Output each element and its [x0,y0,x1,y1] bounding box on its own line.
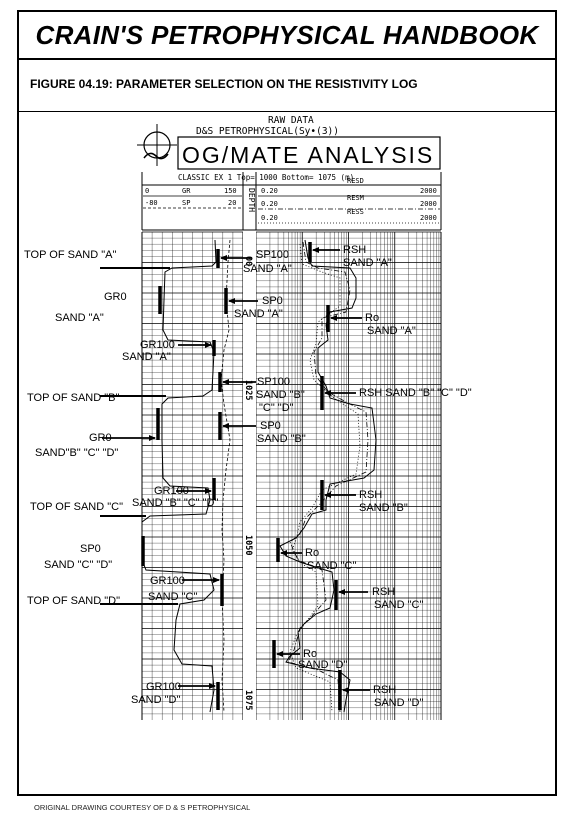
ress-curve [289,243,361,713]
label-gr100-a: GR100 [140,339,175,351]
svg-text:0.20: 0.20 [261,200,278,208]
depth-track: 00 1025 1050 1075 [243,232,256,720]
svg-text:SP: SP [182,199,190,207]
label-sp0-a-sand: SAND "A" [234,308,283,320]
callout-arrows [102,247,370,693]
label-gr0-bcd-sand: SAND"B" "C" "D" [35,447,118,459]
depth-tick-1050: 1050 [243,535,253,555]
svg-text:2000: 2000 [420,187,437,195]
label-gr0-a: GR0 [104,291,127,303]
run-line: CLASSIC EX 1 Top= 1000 Bottom= 1075 (m) [178,173,354,182]
svg-text:2000: 2000 [420,214,437,222]
label-sp100-a-sand: SAND "A" [243,263,292,275]
label-sp0-cd: SP0 [80,543,101,555]
svg-text:-80: -80 [145,199,158,207]
label-rsh-d: RSH [373,684,396,696]
parameter-bars [141,242,342,710]
title-bar: CRAIN'S PETROPHYSICAL HANDBOOK [19,12,555,60]
label-rsh-d-sand: SAND "D" [374,697,423,709]
crosshair-logo [137,124,177,166]
label-rsh-a: RSH [343,244,366,256]
label-sp0-cd-sand: SAND "C" "D" [44,559,112,571]
label-sp100-a: SP100 [256,249,289,261]
sp-scale: -80 SP 20 [143,199,242,209]
depth-tick-1000: 00 [243,256,253,266]
gr-curve [141,239,217,713]
label-rsh-b: RSH [359,489,382,501]
depth-tick-1075: 1075 [243,690,253,710]
handbook-title: CRAIN'S PETROPHYSICAL HANDBOOK [35,19,539,50]
middle-annotations: SP100 SAND "A" SP0 SAND "A" SP100 SAND "… [234,249,306,445]
svg-text:RESS: RESS [347,208,364,216]
log-curves [141,239,377,713]
analysis-title: OG/MATE ANALYSIS [182,142,434,168]
depth-tick-1025: 1025 [243,380,253,400]
label-rsh-a-sand: SAND "A" [343,257,392,269]
ress-scale: RESS 0.20 2000 [258,208,440,224]
svg-text:2000: 2000 [420,200,437,208]
analysis-title-box [177,136,441,170]
label-gr0-a-sand: SAND "A" [55,312,104,324]
label-ro-c-sand: SAND "C" [307,560,356,572]
label-gr100-bcd-sand: SAND "B" "C" "D" [132,497,218,509]
label-rsh-b-sand: SAND "B" [359,502,408,514]
label-gr100-bcd: GR100 [154,485,189,497]
label-sp100-bcd-cd: "C" "D" [259,402,294,414]
label-sp100-bcd-sand: SAND "B" [256,389,305,401]
label-gr100-c: GR100 [150,575,185,587]
company-label: D&S PETROPHYSICAL(Sy•(3)) [196,126,339,137]
label-gr0-bcd: GR0 [89,432,112,444]
label-ro-a-sand: SAND "A" [367,325,416,337]
label-rsh-c: RSH [372,586,395,598]
log-header: RAW DATA D&S PETROPHYSICAL(Sy•(3)) OG/MA… [137,115,442,231]
label-sp0-b: SP0 [260,420,281,432]
label-ro-d: Ro [303,648,317,660]
svg-text:RESM: RESM [347,194,364,202]
right-annotations: RSH SAND "A" Ro SAND "A" RSH SAND "B" "C… [298,244,472,709]
label-sp0-b-sand: SAND "B" [257,433,306,445]
label-ro-a: Ro [365,312,379,324]
svg-text:0: 0 [145,187,149,195]
gr-scale: 0 GR 150 [143,187,242,197]
resd-curve [279,239,377,713]
left-annotations: TOP OF SAND "A" GR0 SAND "A" GR100 SAND … [24,249,218,706]
label-gr100-d: GR100 [146,681,181,693]
label-rsh-c-sand: SAND "C" [374,599,423,611]
resd-scale: RESD 0.20 2000 [258,177,440,197]
figure-caption: FIGURE 04.19: PARAMETER SELECTION ON THE… [30,77,418,91]
svg-text:20: 20 [228,199,236,207]
label-rsh-bcd: RSH SAND "B" "C" "D" [359,387,472,399]
caption-bar: FIGURE 04.19: PARAMETER SELECTION ON THE… [19,60,555,112]
resm-scale: RESM 0.20 2000 [258,194,440,210]
label-gr100-c-sand: SAND "C" [148,591,197,603]
svg-text:0.20: 0.20 [261,214,278,222]
label-top-sand-c: TOP OF SAND "C" [30,501,123,513]
label-top-sand-a: TOP OF SAND "A" [24,249,116,261]
label-ro-c: Ro [305,547,319,559]
sand-top-markers [100,267,178,605]
label-ro-d-sand: SAND "D" [298,659,347,671]
log-grid [141,231,442,720]
label-sp100-bcd: SP100 [257,376,290,388]
resm-curve [287,241,369,713]
label-gr100-d-sand: SAND "D" [131,694,180,706]
label-sp0-a: SP0 [262,295,283,307]
label-top-sand-b: TOP OF SAND "B" [27,392,119,404]
svg-text:0.20: 0.20 [261,187,278,195]
label-gr100-a-sand: SAND "A" [122,351,171,363]
footer-credit: ORIGINAL DRAWING COURTESY OF D & S PETRO… [34,803,251,812]
svg-text:GR: GR [182,187,191,195]
sp-curve [220,239,231,713]
depth-column-label: DEPTH [247,188,256,212]
label-top-sand-d: TOP OF SAND "D" [27,595,120,607]
svg-text:150: 150 [224,187,237,195]
svg-text:RESD: RESD [347,177,364,185]
figure-frame: CRAIN'S PETROPHYSICAL HANDBOOK FIGURE 04… [17,10,557,796]
raw-data-label: RAW DATA [268,115,314,126]
